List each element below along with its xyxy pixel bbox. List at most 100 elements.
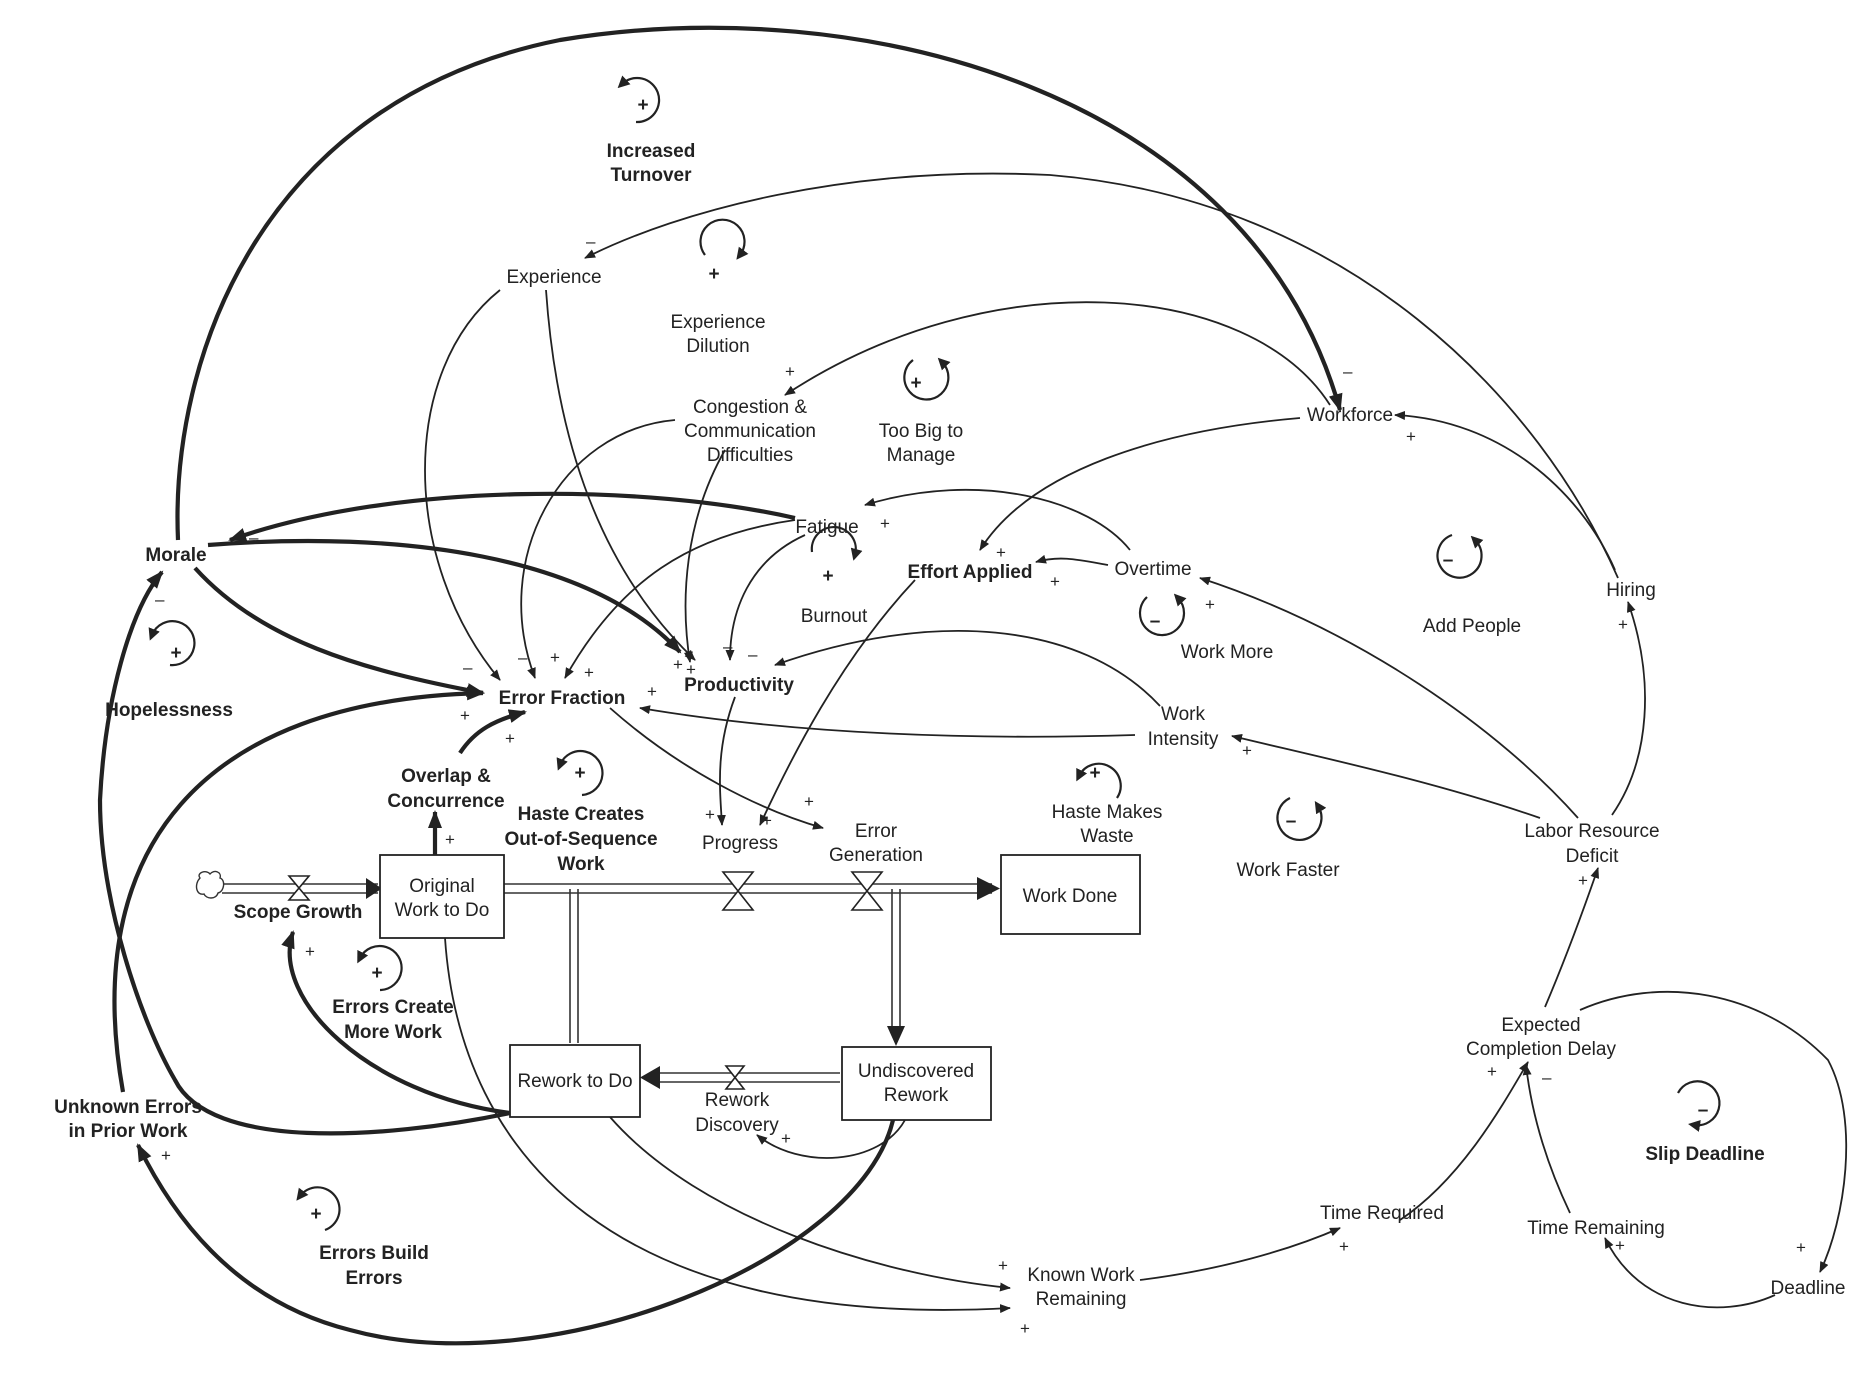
loop-sign: + [1089, 763, 1100, 784]
polarity-plus: + [781, 1129, 791, 1148]
loop-label-line1: Too Big to [879, 421, 964, 442]
link-undiscovered-unknown-errors [136, 1119, 896, 1346]
loop-sign: + [574, 763, 585, 784]
var-overtime: Overtime [1114, 559, 1191, 580]
loop-label-line1: Increased [607, 141, 696, 162]
loop-label-line1: Hopelessness [105, 700, 233, 721]
polarity-minus: – [1542, 1068, 1552, 1087]
var-congestion-line2: Communication [684, 421, 816, 442]
loop-sign: + [310, 1204, 321, 1225]
stock-work-done: Work Done [1000, 854, 1141, 935]
polarity-plus: + [686, 660, 696, 679]
var-labor-deficit-line1: Labor Resource [1524, 821, 1659, 842]
loop-arrow-icon [296, 1186, 341, 1232]
loop-sign: + [371, 963, 382, 984]
loop-identifiers: + Increased Turnover + Experience Diluti… [105, 75, 1765, 1289]
var-rework-discovery-line2: Discovery [695, 1115, 779, 1136]
var-error-generation-line2: Generation [829, 845, 923, 866]
loop-label-line3: Work [557, 854, 605, 875]
var-time-required: Time Required [1320, 1203, 1444, 1224]
link-effort-progress [759, 579, 916, 826]
link-hiring-experience [584, 172, 1619, 579]
link-unknown-errors-error-fraction [112, 686, 485, 1093]
link-hiring-workforce [1394, 410, 1616, 571]
polarity-plus: + [705, 805, 715, 824]
loop-label-line1: Errors Build [319, 1243, 429, 1264]
original-work-line2: Work to Do [395, 900, 490, 921]
original-work-line1: Original [409, 876, 474, 897]
stock-original-work: Original Work to Do [379, 854, 505, 939]
polarity-plus: + [1242, 741, 1252, 760]
loop-label-line1: Work More [1181, 642, 1274, 663]
work-done-label: Work Done [1023, 886, 1118, 907]
polarity-plus: + [762, 811, 772, 830]
var-time-remaining: Time Remaining [1527, 1218, 1665, 1239]
link-morale-error-fraction [193, 566, 485, 697]
link-error-fraction-error-generation [609, 707, 824, 830]
link-rework-scope-growth [281, 930, 511, 1116]
polarity-plus: + [1205, 595, 1215, 614]
flow-valves [287, 871, 884, 1090]
polarity-plus: + [550, 648, 560, 667]
loop-burnout: + Burnout [801, 526, 868, 627]
polarity-minus: – [1343, 362, 1353, 381]
loop-arrow-icon [357, 944, 403, 992]
error-generation-valve-icon [850, 871, 884, 911]
polarity-plus: + [1050, 572, 1060, 591]
loop-label-line1: Burnout [801, 606, 868, 627]
var-overlap-line1: Overlap & [401, 766, 491, 787]
stock-undiscovered-rework: Undiscovered Rework [841, 1046, 992, 1121]
loop-sign: – [1443, 550, 1454, 571]
var-scope-growth: Scope Growth [234, 902, 363, 923]
link-productivity-progress [716, 696, 736, 826]
cloud-source-icon [195, 870, 225, 899]
link-work-intensity-error-fraction [639, 705, 1136, 738]
loop-label-line2: Waste [1080, 826, 1133, 847]
link-experience-productivity [545, 289, 696, 661]
var-experience: Experience [506, 267, 601, 288]
polarity-plus: + [785, 362, 795, 381]
loop-slip-deadline: – Slip Deadline [1645, 1080, 1765, 1165]
loop-work-more: – Work More [1138, 593, 1274, 663]
polarity-plus: + [1615, 1236, 1625, 1255]
link-deadline-time-remaining [1604, 1237, 1776, 1309]
loop-arrow-icon [148, 620, 196, 667]
link-morale-workforce [175, 25, 1343, 541]
loop-hopelessness: + Hopelessness [105, 620, 233, 721]
polarity-minus: – [586, 232, 596, 251]
polarity-markers: – – – – – – – – – + + + + + + + + + + + … [155, 232, 1806, 1338]
loop-arrow-icon [1436, 533, 1484, 579]
polarity-minus: – [155, 590, 165, 609]
polarity-plus: + [804, 792, 814, 811]
loop-errors-create-more-work: + Errors Create More Work [332, 944, 454, 1043]
link-deficit-work-intensity [1231, 733, 1541, 819]
link-workforce-congestion [784, 301, 1331, 406]
link-time-remaining-expected-delay [1522, 1064, 1571, 1214]
link-deficit-hiring [1611, 601, 1646, 816]
loop-label-line1: Add People [1423, 616, 1521, 637]
loop-sign: + [637, 95, 648, 116]
polarity-plus: + [1487, 1062, 1497, 1081]
var-workforce: Workforce [1307, 405, 1393, 426]
loop-label-line1: Haste Creates [518, 804, 645, 825]
rework-discovery-valve-icon [724, 1065, 746, 1090]
polarity-plus: + [998, 1256, 1008, 1275]
polarity-minus: – [518, 648, 528, 667]
polarity-plus: + [505, 729, 515, 748]
var-rework-discovery-line1: Rework [705, 1090, 770, 1111]
link-congestion-productivity [683, 449, 726, 663]
loop-arrow-icon [903, 357, 951, 401]
polarity-plus: + [1406, 427, 1416, 446]
link-congestion-error-fraction [520, 419, 676, 679]
link-rework-unknown-errors [97, 570, 511, 1136]
loop-label-line1: Slip Deadline [1645, 1144, 1764, 1165]
scope-growth-valve-icon [287, 875, 311, 901]
polarity-plus: + [880, 514, 890, 533]
var-congestion-line3: Difficulties [707, 445, 793, 466]
var-unknown-errors-line1: Unknown Errors [54, 1097, 202, 1118]
polarity-minus: – [723, 637, 733, 656]
link-overtime-fatigue [864, 489, 1131, 551]
loop-arrow-icon [1276, 797, 1327, 841]
variable-labels: Morale Error Fraction Productivity Effor… [54, 267, 1845, 1310]
